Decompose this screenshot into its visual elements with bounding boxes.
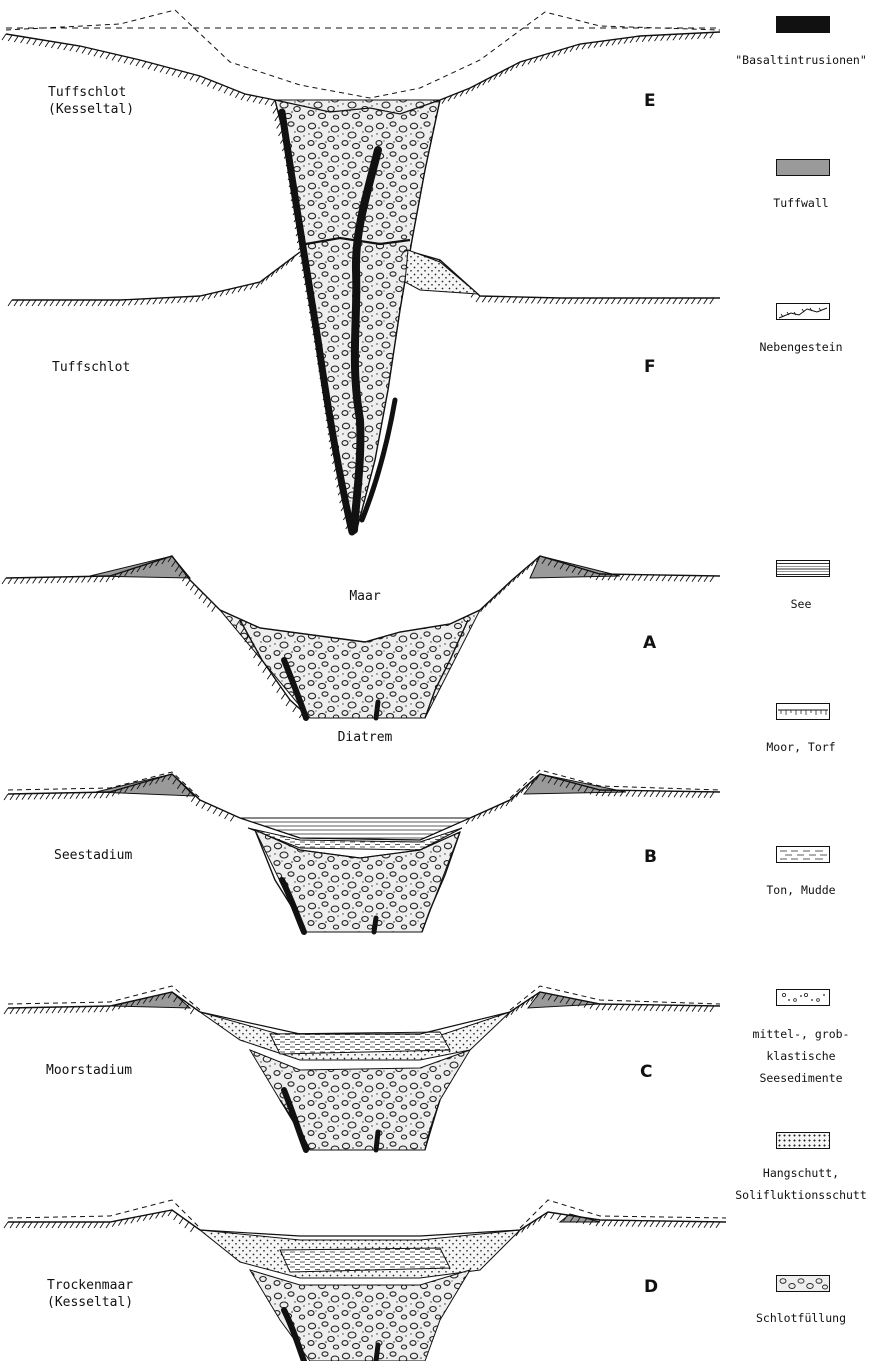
- legend-label-tuffwall: Tuffwall: [726, 192, 876, 214]
- legend-label-hang: Hangschutt, Solifluktionsschutt: [726, 1162, 876, 1206]
- legend-swatch-see: [776, 560, 830, 577]
- stage-d-hatch-right: [516, 1212, 720, 1236]
- stage-b-hatch-right: [466, 774, 714, 824]
- stage-f-tuff-deposit: [405, 250, 478, 294]
- stage-b-basalt-dyke-center: [374, 918, 376, 932]
- legend-swatch-tuffwall: [776, 159, 830, 176]
- stage-letter-d: D: [644, 1277, 658, 1297]
- stage-b-hatch-left: [4, 774, 234, 821]
- stage-d-diatreme-fill: [250, 1270, 470, 1361]
- stage-b-ground-right: [470, 774, 720, 818]
- stage-d-ground-left: [8, 1210, 200, 1230]
- stage-a-basalt-dyke-center: [376, 702, 378, 718]
- legend-label-ton: Ton, Mudde: [726, 879, 876, 901]
- stage-e-ground-left: [6, 34, 275, 100]
- stage-label-a-maar: Maar: [320, 588, 410, 605]
- legend-label-basalt: "Basaltintrusionen": [726, 49, 876, 71]
- stage-d-hatch-left: [4, 1210, 194, 1232]
- stage-label-e: Tuffschlot (Kesseltal): [48, 84, 134, 118]
- legend-label-moor: Moor, Torf: [726, 736, 876, 758]
- stage-label-b: Seestadium: [54, 847, 132, 864]
- legend-swatch-moor: [776, 703, 830, 720]
- legend-swatch-grob: [776, 989, 830, 1006]
- stage-c-basalt-dyke-center: [376, 1132, 378, 1150]
- stage-letter-c: C: [640, 1062, 652, 1082]
- stage-letter-e: E: [644, 91, 656, 111]
- legend-label-schlot: Schlotfüllung: [726, 1307, 876, 1329]
- stage-d-basalt-dyke-center: [376, 1345, 378, 1361]
- stage-c-peat: [270, 1032, 450, 1054]
- stage-d-former-surface-right: [520, 1200, 726, 1228]
- legend-label-grob: mittel-, grob- klastische Seesedimente: [726, 1023, 876, 1089]
- stage-a-ground-right: [480, 556, 720, 610]
- stage-letter-b: B: [644, 847, 657, 867]
- stage-label-a-diatrem: Diatrem: [320, 729, 410, 746]
- legend-label-nebengestein: Nebengestein: [726, 336, 876, 358]
- stage-e-ground-right: [440, 32, 720, 100]
- stage-c-diatreme-fill: [250, 1050, 470, 1150]
- stage-a-hatch-right: [476, 556, 714, 616]
- legend-swatch-basalt: [776, 16, 830, 33]
- stage-b-ground-left: [8, 774, 240, 818]
- legend-swatch-schlot: [776, 1275, 830, 1292]
- legend-swatch-ton: [776, 846, 830, 863]
- stage-letter-f: F: [644, 357, 656, 377]
- legend-label-see: See: [726, 593, 876, 615]
- stage-letter-a: A: [643, 633, 656, 653]
- stage-label-f: Tuffschlot: [52, 359, 130, 376]
- stage-label-d: Trockenmaar (Kesseltal): [47, 1277, 133, 1311]
- stage-label-c: Moorstadium: [46, 1062, 132, 1079]
- legend-swatch-hang: [776, 1132, 830, 1149]
- stage-a-hatch-left: [2, 556, 216, 612]
- stage-d-ground-right: [520, 1212, 726, 1230]
- stage-e-hatch-left: [2, 34, 269, 105]
- legend-swatch-nebengestein: [776, 303, 830, 320]
- stage-e-hatch-right: [436, 32, 714, 106]
- stage-d-lake-sediments: [280, 1248, 450, 1272]
- stage-f-ground-left: [12, 252, 300, 300]
